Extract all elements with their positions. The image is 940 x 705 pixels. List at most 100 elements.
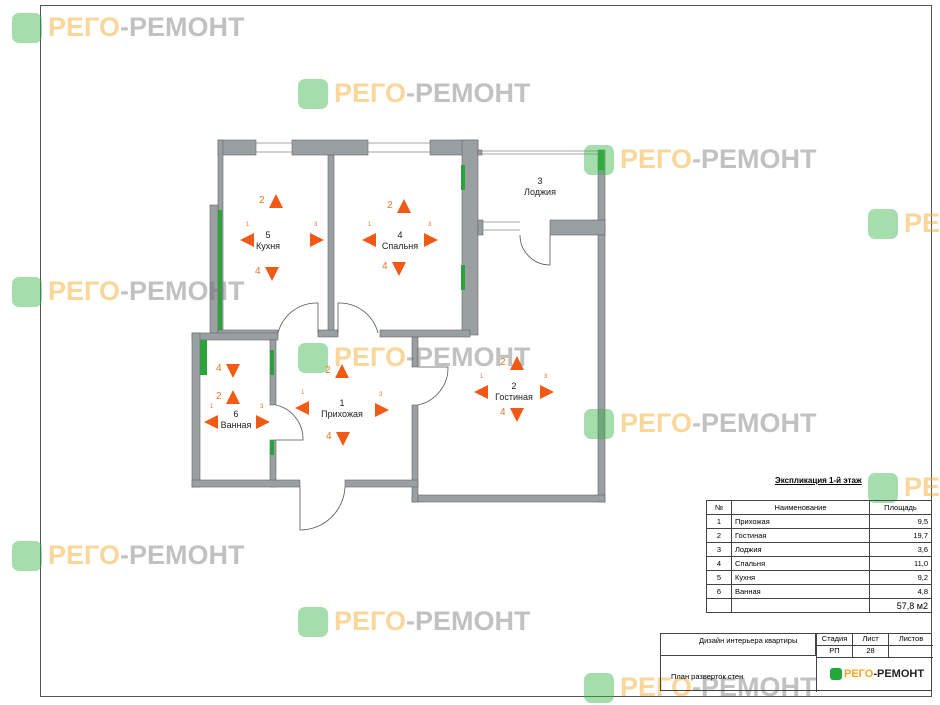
company-logo: РЕГО-РЕМОНТ — [830, 668, 924, 680]
explication-title: Экспликация 1-й этаж — [775, 476, 862, 485]
sheets-header: Листов — [898, 634, 924, 643]
watermark-part1: РЕГО — [48, 276, 120, 306]
arrow-down-icon — [336, 432, 350, 446]
arrow-down-icon — [392, 262, 406, 276]
table-total-row: 57,8 м2 — [706, 598, 932, 613]
stage-value: РП — [817, 646, 853, 657]
room-name: Ванная — [220, 420, 252, 430]
watermark-part1: РЕГО — [48, 540, 120, 570]
header-name: Наименование — [731, 500, 870, 515]
wall-marker-number: 2 — [216, 391, 222, 402]
wall-marker-number: 2 — [387, 200, 393, 211]
watermark-part2: -РЕМОНТ — [691, 672, 817, 702]
arrow-down-icon — [226, 364, 240, 378]
watermark: РЕГО-РЕМОНТ — [584, 144, 816, 175]
wall-marker-number: 3 — [379, 392, 383, 398]
watermark-part1: РЕГО — [334, 78, 406, 108]
watermark-part1: РЕГО — [334, 342, 406, 372]
watermark: РЕГО-РЕМОНТ — [298, 78, 530, 109]
row-name: Ванная — [731, 584, 870, 599]
watermark: РЕГО-РЕМОНТ — [298, 342, 530, 373]
wall-marker-number: 4 — [216, 363, 222, 374]
house-icon — [298, 78, 328, 109]
arrow-left-icon — [362, 233, 376, 247]
windows — [256, 142, 598, 231]
row-name: Кухня — [731, 570, 870, 585]
house-icon — [12, 276, 42, 307]
room-name: Спальня — [381, 241, 419, 251]
room-name: Лоджия — [524, 187, 556, 197]
arrow-left-icon — [204, 415, 218, 429]
watermark-part2: -РЕМОНТ — [691, 144, 817, 174]
watermark-part1: РЕГО — [620, 144, 692, 174]
room-number: 6 — [233, 409, 239, 419]
watermark-part1: РЕГО — [904, 208, 940, 238]
row-area: 9,5 — [869, 514, 932, 529]
row-num: 1 — [706, 514, 732, 529]
arrow-right-icon — [540, 385, 554, 399]
watermark: РЕГО-РЕМОНТ — [12, 12, 244, 43]
row-num: 2 — [706, 528, 732, 543]
arrow-left-icon — [295, 401, 309, 415]
arrow-right-icon — [375, 403, 389, 417]
house-icon — [868, 472, 898, 503]
watermark: РЕГО-РЕМОНТ — [12, 540, 244, 571]
row-name: Спальня — [731, 556, 870, 571]
window-markers — [200, 150, 604, 455]
house-icon — [584, 672, 614, 703]
wall-marker-number: 3 — [314, 222, 318, 228]
row-num: 5 — [706, 570, 732, 585]
total-area: 57,8 м2 — [869, 598, 932, 613]
room-name: Прихожая — [321, 409, 363, 419]
room-number: 2 — [511, 381, 517, 391]
wall-marker-number: 4 — [382, 261, 388, 272]
row-area: 9,2 — [869, 570, 932, 585]
house-icon — [12, 12, 42, 43]
arrow-down-icon — [265, 267, 279, 281]
sheets-value — [889, 646, 933, 657]
watermark: РЕГО-РЕМОНТ — [584, 408, 816, 439]
title-block: Дизайн интерьера квартиры План разверток… — [660, 633, 933, 692]
wall-marker-number: 2 — [325, 365, 331, 376]
row-area: 19,7 — [869, 528, 932, 543]
project-name: Дизайн интерьера квартиры — [661, 634, 816, 656]
watermark-part1: РЕГО — [904, 472, 940, 502]
watermark: РЕГО-РЕМОНТ — [298, 606, 530, 637]
room-number: 3 — [537, 176, 543, 186]
room-number: 5 — [265, 230, 271, 240]
wall-marker-number: 3 — [544, 374, 548, 380]
watermark-part2: -РЕМОНТ — [119, 540, 245, 570]
room-name: Гостиная — [495, 392, 533, 402]
arrow-left-icon — [240, 233, 254, 247]
sheet-header: Лист — [853, 634, 889, 645]
row-area: 4,8 — [869, 584, 932, 599]
walls — [191, 139, 606, 503]
wall-marker-number: 1 — [301, 390, 305, 396]
watermark: РЕГО-РЕМОНТ — [868, 208, 940, 239]
wall-view-markers — [204, 194, 554, 446]
sheet-frame — [40, 5, 932, 697]
watermark-part1: РЕГО — [334, 606, 406, 636]
house-icon — [868, 208, 898, 239]
row-num: 3 — [706, 542, 732, 557]
watermark-part1: РЕГО — [620, 672, 692, 702]
wall-marker-number: 4 — [500, 407, 506, 418]
row-name: Гостиная — [731, 528, 870, 543]
row-num: 4 — [706, 556, 732, 571]
watermark-part1: РЕГО — [620, 408, 692, 438]
watermark-part2: -РЕМОНТ — [405, 606, 531, 636]
arrow-up-icon — [397, 199, 411, 213]
house-icon — [584, 144, 614, 175]
